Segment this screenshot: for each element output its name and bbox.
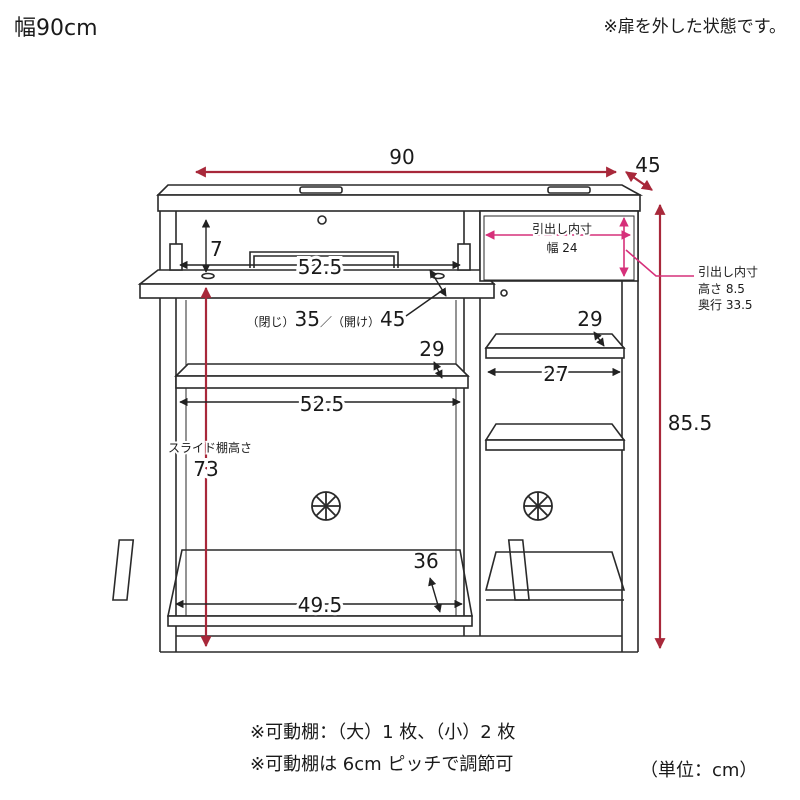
slide-depth-arrow <box>429 269 447 297</box>
drawer-width-caption: 引出し内寸 <box>532 222 592 236</box>
slide-depth-text: （閉じ）35／（開け）45 <box>247 307 406 331</box>
lower-width-label: 49.5 <box>298 593 343 617</box>
slide-shelf-upper <box>137 215 508 299</box>
drawer-inner-height: 高さ 8.5 <box>698 281 745 296</box>
drawer-inner-caption: 引出し内寸 <box>698 265 758 279</box>
slide-shelf-height-caption: スライド棚高さ <box>168 440 252 455</box>
unit-label: （単位：cm） <box>640 760 758 781</box>
lower-depth-arrow <box>428 577 442 613</box>
lower-depth-label: 36 <box>413 549 438 573</box>
depth-label: 45 <box>635 153 660 177</box>
movable-shelf-count-note: ※可動棚：（大）1 枚、（小）2 枚 <box>250 722 516 743</box>
left-shelf-gap-arrow <box>433 361 443 379</box>
drawer-inner-depth: 奥行 33.5 <box>698 298 753 312</box>
depth-arrow <box>625 171 653 191</box>
cable-hole-right-icon <box>523 491 553 521</box>
slide-shelf-lower <box>112 539 530 627</box>
page-title: 幅90cm <box>14 16 98 41</box>
right-shelf-gap-arrow <box>593 331 605 347</box>
right-shelf-width-label: 27 <box>543 362 568 386</box>
door-removed-note: ※扉を外した状態です。 <box>603 17 786 37</box>
drawer <box>479 210 639 282</box>
top-drop-label: 7 <box>210 237 223 261</box>
width-label: 90 <box>389 145 414 169</box>
movable-shelf-pitch-note: ※可動棚は 6cm ピッチで調節可 <box>250 754 514 775</box>
right-shelves <box>484 333 626 601</box>
height-label: 85.5 <box>668 411 713 435</box>
left-shelf-width-label: 52.5 <box>300 392 345 416</box>
upper-width-label: 52.5 <box>298 255 343 279</box>
left-shelf <box>174 363 470 389</box>
drawer-width-value: 幅 24 <box>546 240 577 255</box>
cable-hole-left-icon <box>311 491 341 521</box>
slide-shelf-height-label: 73 <box>193 457 218 481</box>
right-shelf-gap-label: 29 <box>577 307 602 331</box>
left-shelf-gap-label: 29 <box>419 337 444 361</box>
drawer-leader-line <box>625 249 694 277</box>
